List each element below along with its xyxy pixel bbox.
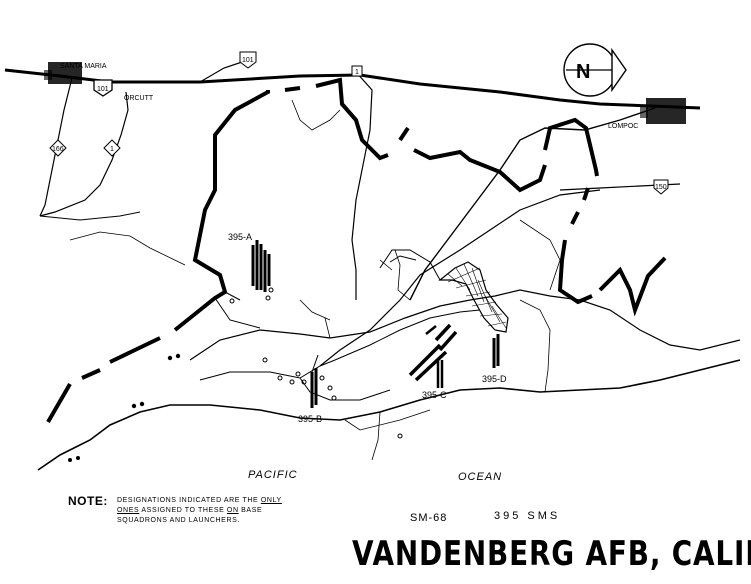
launch-site-395-b: 395-B: [262, 354, 337, 424]
label-pacific: PACIFIC: [248, 469, 298, 481]
note-heading: NOTE:: [68, 494, 108, 508]
terrain-line-5: [299, 299, 331, 339]
highway-101-north: [199, 59, 249, 83]
label-lompoc: LOMPOC: [608, 123, 638, 130]
north-arrow-icon: N: [563, 43, 627, 97]
shield-166-icon: 166: [49, 139, 67, 157]
svg-text:101: 101: [97, 86, 109, 93]
shield-101-santa-maria-icon: 101: [93, 79, 113, 97]
road-hwy1-south: [351, 71, 373, 300]
label-395-c: 395-C: [422, 390, 447, 400]
highway-166-line: [39, 77, 73, 217]
inner-contour: [189, 289, 741, 361]
terrain-line: [69, 231, 186, 266]
map-title: VANDENBERG AFB, CALIF.: [352, 534, 751, 574]
shield-101-top-icon: 101: [239, 51, 257, 69]
road-river: [319, 189, 601, 367]
launch-site-395-a: 395-A: [228, 232, 274, 304]
shield-1-left-icon: 1: [103, 139, 121, 157]
label-ocean: OCEAN: [458, 471, 502, 483]
label-santa-maria: SANTA MARIA: [60, 63, 107, 70]
svg-text:1: 1: [355, 69, 359, 76]
terrain-line-2: [291, 99, 341, 131]
river-crossing-hatch: [447, 263, 507, 329]
lower-road: [344, 409, 431, 461]
missile-designation: SM-68: [410, 512, 448, 524]
svg-text:166: 166: [52, 146, 64, 153]
label-395-b: 395-B: [298, 414, 322, 424]
lompoc-area: [640, 98, 686, 124]
river-inlet: [379, 249, 441, 281]
label-395-a: 395-A: [228, 232, 252, 242]
note-text: DESIGNATIONS INDICATED ARE THE ONLY ONES…: [117, 497, 282, 524]
river-crossing: [438, 261, 509, 333]
coastline: [37, 359, 741, 471]
base-west-edge: [39, 211, 261, 329]
launch-site-395-d: 395-D: [482, 334, 507, 384]
launch-site-395-c: 395-C: [408, 323, 458, 400]
svg-text:150: 150: [655, 184, 667, 191]
terrain-line-3: [519, 219, 561, 393]
svg-text:1: 1: [110, 146, 114, 153]
svg-text:N: N: [576, 61, 590, 83]
road-lompoc-southwest: [409, 107, 656, 301]
inner-contour-2: [199, 309, 481, 401]
label-orcutt: ORCUTT: [124, 95, 154, 102]
svg-text:101: 101: [242, 57, 254, 64]
base-boundary: [46, 77, 667, 424]
label-395-d: 395-D: [482, 374, 507, 384]
santa-maria-area: [44, 62, 82, 84]
highway-1-line: [39, 91, 129, 217]
squadron-designation: 395 SMS: [494, 510, 561, 522]
shield-1-top-icon: 1: [351, 65, 363, 77]
facility-dots: [68, 353, 403, 462]
shield-150-icon: 150: [653, 179, 669, 195]
